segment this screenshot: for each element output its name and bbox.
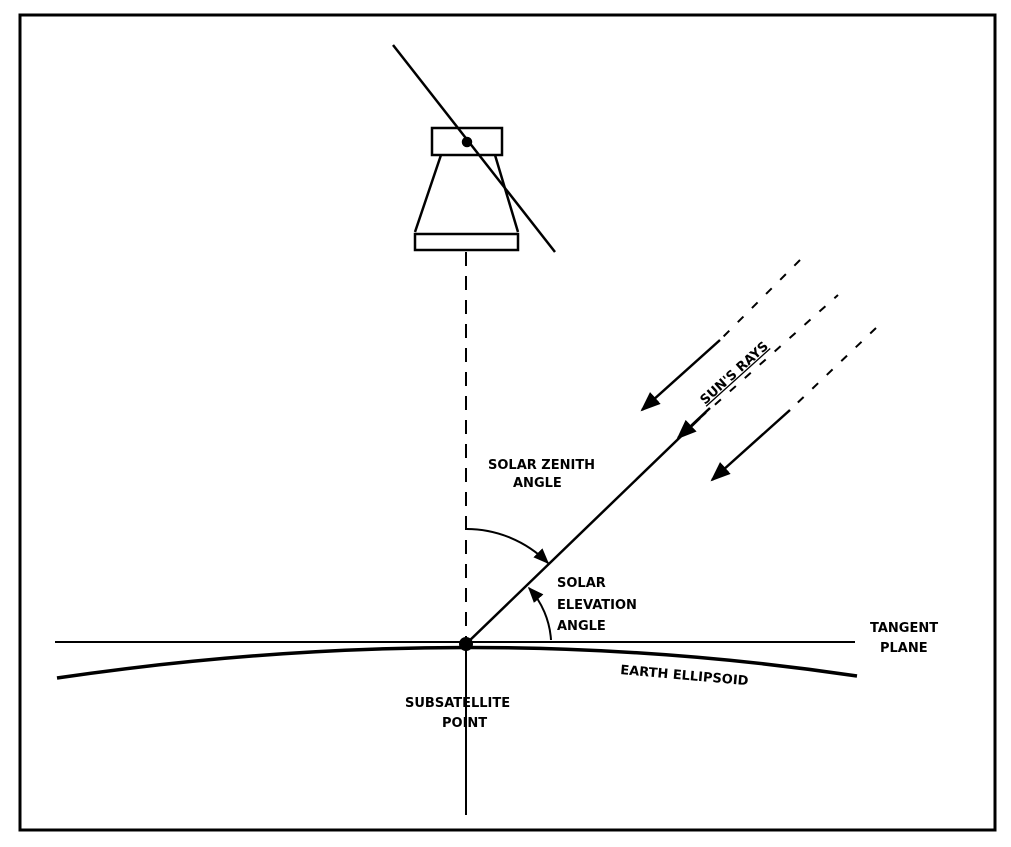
- sun-ray-main: [465, 417, 701, 645]
- solar-elevation-label-3: ANGLE: [557, 619, 606, 634]
- earth-ellipsoid-label: EARTH ELLIPSOID: [620, 663, 750, 689]
- sun-ray-left: [640, 339, 721, 412]
- frame-border: [18, 13, 997, 832]
- subsatellite-label-2: POINT: [442, 716, 487, 731]
- solar-elevation-label-1: SOLAR: [557, 576, 606, 591]
- solar-elevation-angle-arc: [527, 586, 552, 641]
- tangent-plane-label-2: PLANE: [880, 641, 928, 656]
- solar-elevation-label-2: ELEVATION: [557, 598, 637, 613]
- solar-zenith-label-1: SOLAR ZENITH: [488, 458, 595, 473]
- sun-ray-right: [710, 409, 791, 482]
- subsatellite-label-1: SUBSATELLITE: [405, 696, 510, 711]
- sun-ray-main-dashed: [699, 294, 839, 419]
- solar-zenith-label-2: ANGLE: [513, 476, 562, 491]
- sun-ray-left-dashed: [719, 259, 801, 341]
- solar-zenith-angle-arc: [465, 527, 550, 565]
- sun-ray-right-dashed: [789, 327, 877, 411]
- orbit-track-line: [392, 44, 556, 253]
- tangent-plane-label-1: TANGENT: [870, 621, 938, 636]
- satellite-icon: [413, 126, 520, 252]
